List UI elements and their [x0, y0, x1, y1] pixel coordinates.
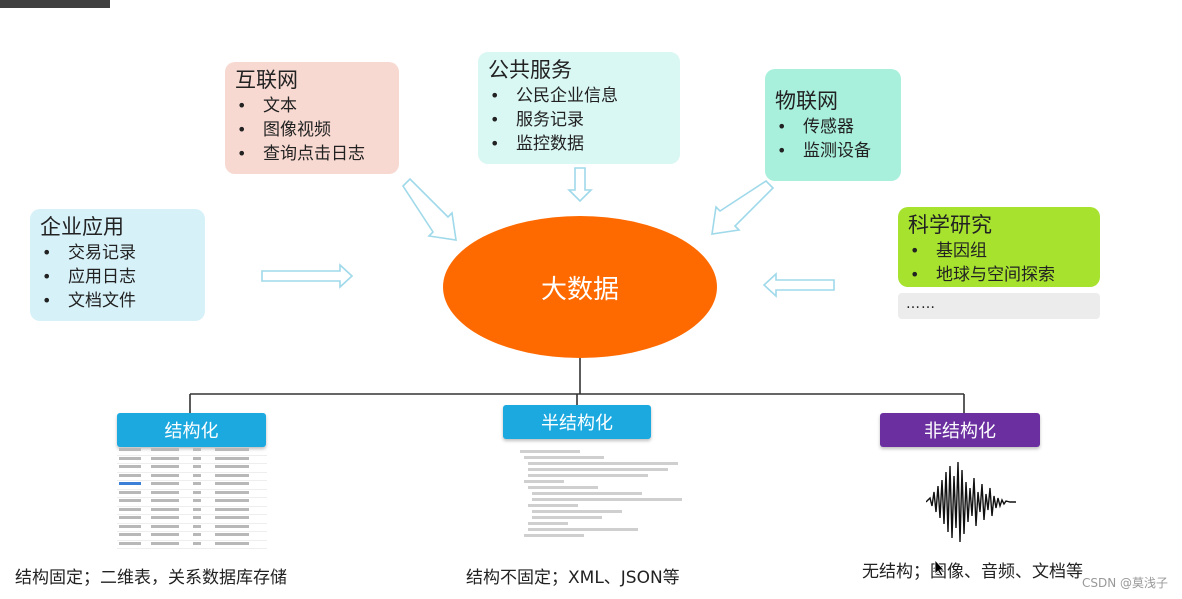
caption-structured: 结构固定；二维表，关系数据库存储: [15, 568, 287, 588]
source-title: 物联网: [775, 89, 838, 113]
arrow-enterprise: [261, 263, 354, 289]
structured-table-image: [117, 447, 267, 549]
arrow-public: [567, 167, 593, 203]
watermark: CSDN @莫浅子: [1081, 576, 1168, 590]
source-item: 文本: [235, 94, 389, 118]
top-dark-bar: [0, 0, 110, 8]
source-item: 服务记录: [488, 108, 670, 132]
mouse-cursor-icon: [934, 559, 945, 577]
source-item: 地球与空间探索: [908, 263, 1090, 287]
source-enterprise-card: 企业应用 交易记录 应用日志 文档文件: [30, 209, 205, 321]
source-item: 传感器: [775, 115, 891, 139]
arrow-science: [762, 272, 835, 298]
category-unstructured: 非结构化: [880, 413, 1040, 447]
source-more-box: ……: [898, 293, 1100, 319]
source-item: 交易记录: [40, 241, 195, 265]
source-title: 科学研究: [908, 213, 992, 237]
source-iot-card: 物联网 传感器 监测设备: [765, 69, 901, 181]
caption-unstructured: 无结构；图像、音频、文档等: [862, 562, 1083, 582]
source-item: 图像视频: [235, 118, 389, 142]
source-title: 企业应用: [40, 215, 124, 239]
source-science-card: 科学研究 基因组 地球与空间探索: [898, 207, 1100, 287]
source-public-card: 公共服务 公民企业信息 服务记录 监控数据: [478, 52, 680, 164]
audio-waveform-icon: [926, 461, 1016, 543]
arrow-internet: [401, 177, 457, 241]
source-item: 应用日志: [40, 265, 195, 289]
source-item: 监控数据: [488, 132, 670, 156]
arrow-iot: [711, 179, 775, 235]
source-title: 互联网: [235, 68, 298, 92]
source-item: 监测设备: [775, 139, 891, 163]
source-internet-card: 互联网 文本 图像视频 查询点击日志: [225, 62, 399, 174]
source-item: 文档文件: [40, 289, 195, 313]
semi-structured-xml-image: [520, 450, 685, 545]
source-item: 基因组: [908, 239, 1090, 263]
category-semi-structured: 半结构化: [503, 405, 651, 439]
source-item: 查询点击日志: [235, 142, 389, 166]
center-big-data-node: 大数据: [443, 216, 717, 358]
category-structured: 结构化: [117, 413, 266, 447]
source-item: 公民企业信息: [488, 84, 670, 108]
caption-semi-structured: 结构不固定；XML、JSON等: [466, 568, 680, 588]
source-title: 公共服务: [488, 58, 572, 82]
